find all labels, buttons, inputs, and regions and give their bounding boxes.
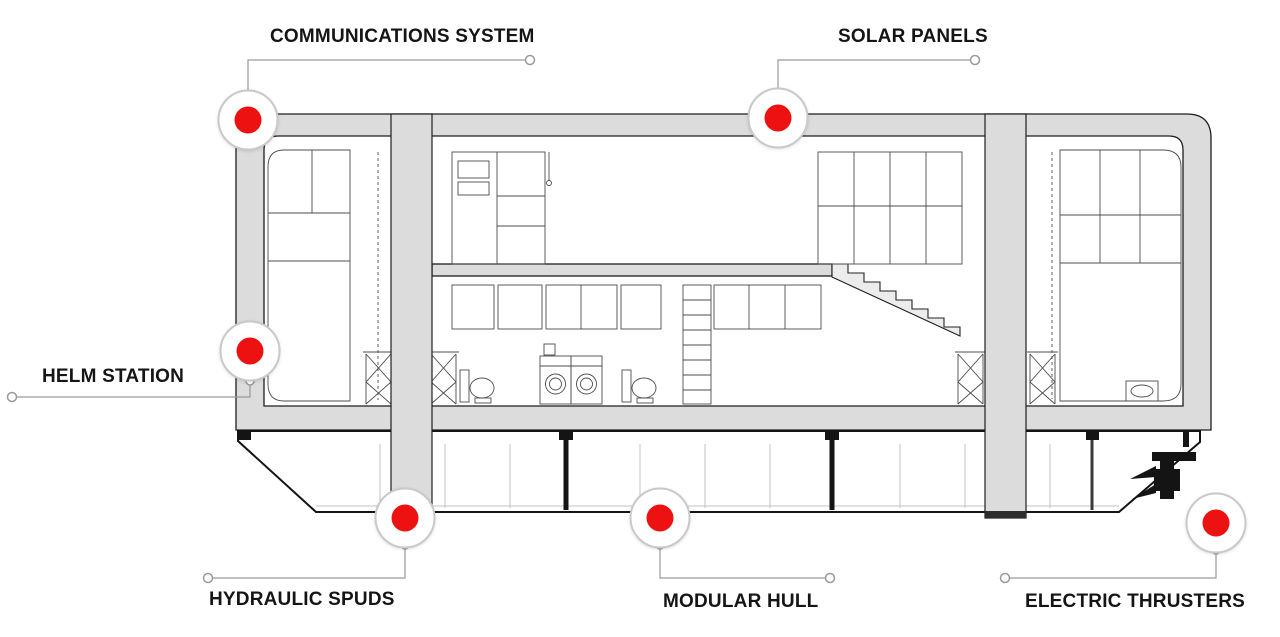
washer-dryer-icon bbox=[539, 343, 603, 405]
left-cabin-interior bbox=[267, 149, 379, 402]
hull-module-dividers bbox=[379, 444, 1051, 508]
leader-modular-hull bbox=[659, 546, 830, 579]
callout-label-modular-hull: MODULAR HULL bbox=[663, 591, 819, 612]
electric-thruster-glyph bbox=[1130, 431, 1196, 499]
hotspot-dot-icon bbox=[391, 504, 419, 532]
callout-label-communications-system: COMMUNICATIONS SYSTEM bbox=[270, 26, 535, 47]
spud-columns bbox=[390, 113, 1027, 519]
leader-solar-panels bbox=[777, 59, 975, 92]
hotspot-dot-icon bbox=[234, 106, 262, 134]
spud-column-left bbox=[390, 113, 433, 519]
hotspot-dot-icon bbox=[236, 337, 264, 365]
closet bbox=[451, 151, 546, 265]
callout-label-helm-station: HELM STATION bbox=[42, 366, 185, 387]
staircase bbox=[831, 263, 961, 337]
marker-solar-panels[interactable] bbox=[747, 87, 809, 149]
marker-helm-station[interactable] bbox=[219, 320, 281, 382]
hull-outline bbox=[237, 430, 1201, 513]
leader-electric-thrusters bbox=[1005, 551, 1217, 579]
hotspot-dot-icon bbox=[764, 104, 792, 132]
deck-fittings bbox=[238, 431, 1099, 440]
fixture bbox=[1125, 380, 1159, 402]
toilet-icon bbox=[621, 369, 657, 404]
leader-hydraulic-spuds bbox=[208, 546, 406, 579]
spud-column-right bbox=[984, 113, 1027, 519]
upper-deck-interior bbox=[451, 151, 963, 265]
marker-communications-system[interactable] bbox=[217, 89, 279, 151]
marker-electric-thrusters[interactable] bbox=[1185, 492, 1247, 554]
marker-modular-hull[interactable] bbox=[629, 487, 691, 549]
leader-communications-system bbox=[247, 59, 530, 92]
hotspot-dot-icon bbox=[646, 504, 674, 532]
hotspot-dot-icon bbox=[1202, 509, 1230, 537]
callout-label-electric-thrusters: ELECTRIC THRUSTERS bbox=[1025, 591, 1245, 612]
marker-hydraulic-spuds[interactable] bbox=[374, 487, 436, 549]
lower-deck-interior bbox=[451, 284, 822, 405]
lower-window bbox=[713, 284, 822, 330]
toilet-icon bbox=[459, 369, 495, 404]
right-cabin-interior bbox=[1051, 149, 1182, 402]
shelf-tower bbox=[682, 284, 712, 405]
mid-floor-slab bbox=[431, 263, 833, 277]
callout-label-hydraulic-spuds: HYDRAULIC SPUDS bbox=[209, 589, 395, 610]
callout-label-solar-panels: SOLAR PANELS bbox=[838, 26, 988, 47]
